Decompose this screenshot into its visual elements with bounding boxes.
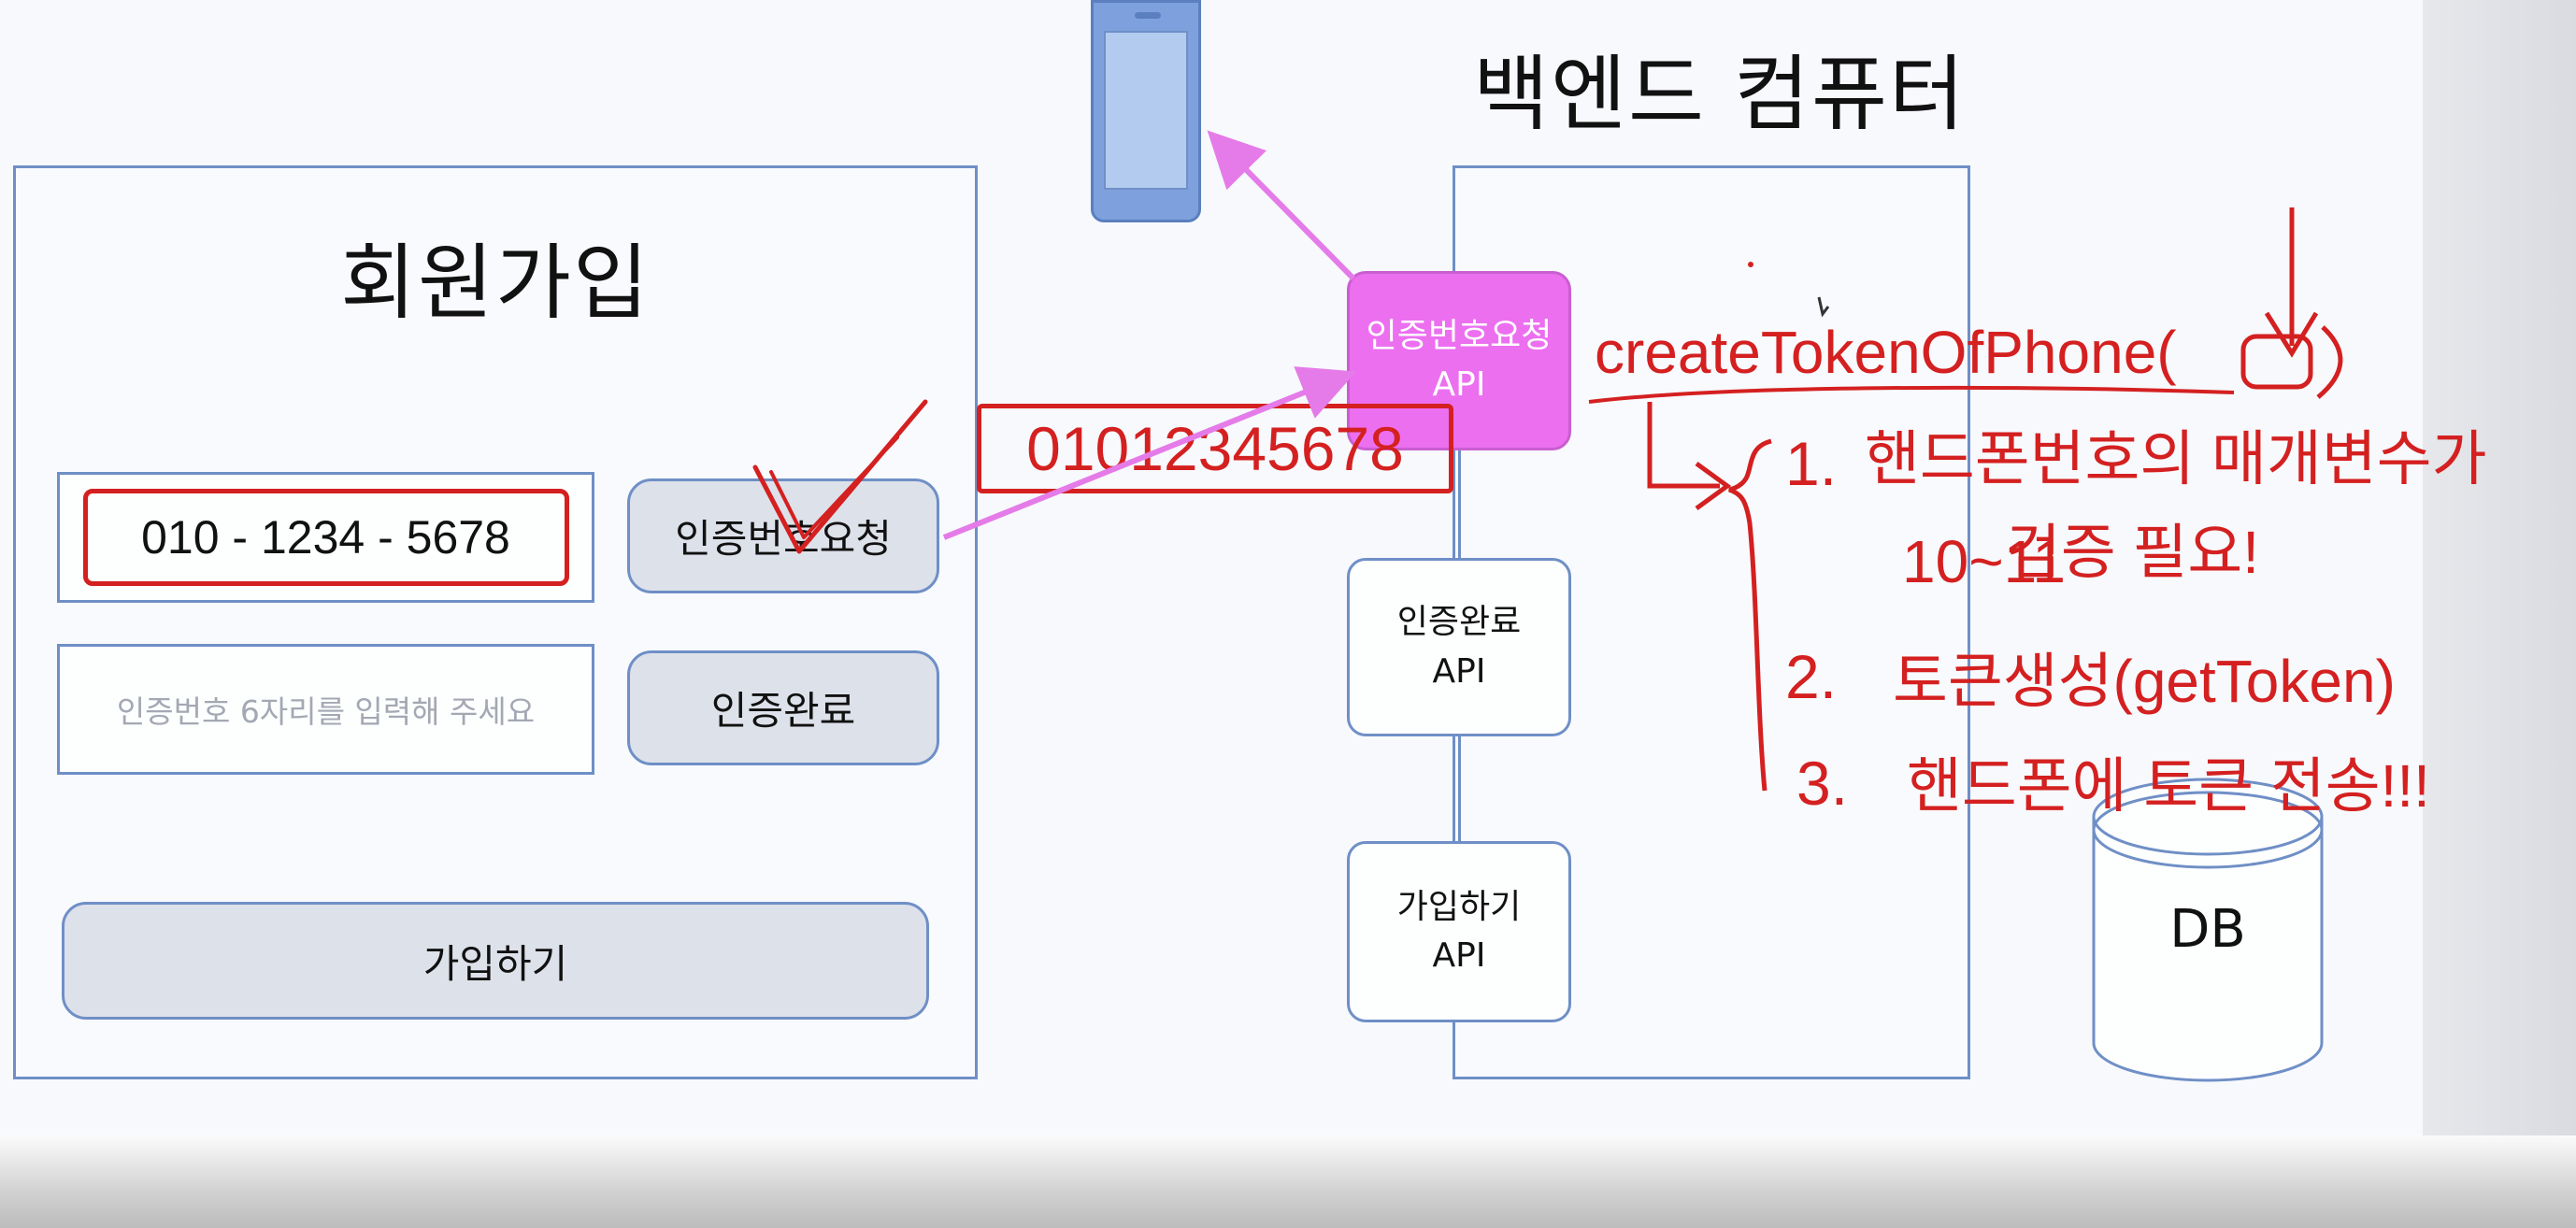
api-label: 가입하기 — [1396, 887, 1522, 926]
step-3-number: 3. — [1796, 749, 1849, 818]
step-2-number: 2. — [1785, 642, 1838, 711]
step-2-text: 토큰생성(getToken) — [1893, 648, 2396, 715]
api-connector-line — [1458, 736, 1461, 841]
request-code-api[interactable]: 인증번호요청 API — [1347, 271, 1571, 450]
phone-screen — [1104, 31, 1188, 190]
function-call-annotation: createTokenOfPhone( — [1595, 319, 2177, 386]
sent-number: 01012345678 — [1026, 414, 1404, 483]
api-connector-line — [1458, 450, 1461, 558]
backend-title: 백엔드 컴퓨터 — [1473, 46, 1967, 142]
database-cylinder — [2092, 778, 2324, 1082]
step-3-text: 핸드폰에 토큰 전송!!! — [1907, 752, 2430, 820]
api-suffix: API — [1432, 936, 1486, 975]
phone-value-highlight: 010 - 1234 - 5678 — [82, 489, 569, 586]
signup-submit-button[interactable]: 가입하기 — [62, 902, 929, 1020]
step-1-text: 핸드폰번호의 매개변수가 — [1865, 425, 2487, 493]
closing-paren — [2316, 325, 2343, 399]
request-code-button[interactable]: 인증번호요청 — [627, 478, 939, 593]
step-1-text-cont: 검증 필요! — [2006, 519, 2260, 586]
length-note: 10~11 — [1902, 528, 2066, 595]
api-suffix: API — [1432, 651, 1486, 691]
phone-device — [1091, 0, 1201, 222]
confirm-code-api[interactable]: 인증완료 API — [1347, 558, 1571, 736]
phone-field[interactable]: 010 - 1234 - 5678 — [57, 472, 594, 603]
api-suffix: API — [1432, 365, 1486, 404]
phone-value: 010 - 1234 - 5678 — [141, 511, 510, 564]
sent-number-annotation: 01012345678 — [977, 404, 1453, 493]
signup-api[interactable]: 가입하기 API — [1347, 841, 1571, 1022]
code-input[interactable]: 인증번호 6자리를 입력해 주세요 — [57, 644, 594, 775]
api-label: 인증번호요청 — [1366, 316, 1553, 355]
signup-title: 회원가입 — [340, 235, 651, 331]
slide-edge — [2423, 0, 2576, 1228]
api-label: 인증완료 — [1396, 603, 1522, 642]
sms-arrow — [1207, 130, 1356, 281]
code-placeholder: 인증번호 6자리를 입력해 주세요 — [116, 693, 536, 730]
phone-speaker — [1135, 12, 1161, 19]
db-label: DB — [2169, 899, 2246, 960]
confirm-code-button[interactable]: 인증완료 — [627, 650, 939, 765]
parameter-box — [2240, 334, 2313, 390]
video-bottom-bar — [0, 1135, 2576, 1228]
param-arrow-head — [2264, 311, 2319, 358]
step-1-number: 1. — [1785, 429, 1838, 498]
